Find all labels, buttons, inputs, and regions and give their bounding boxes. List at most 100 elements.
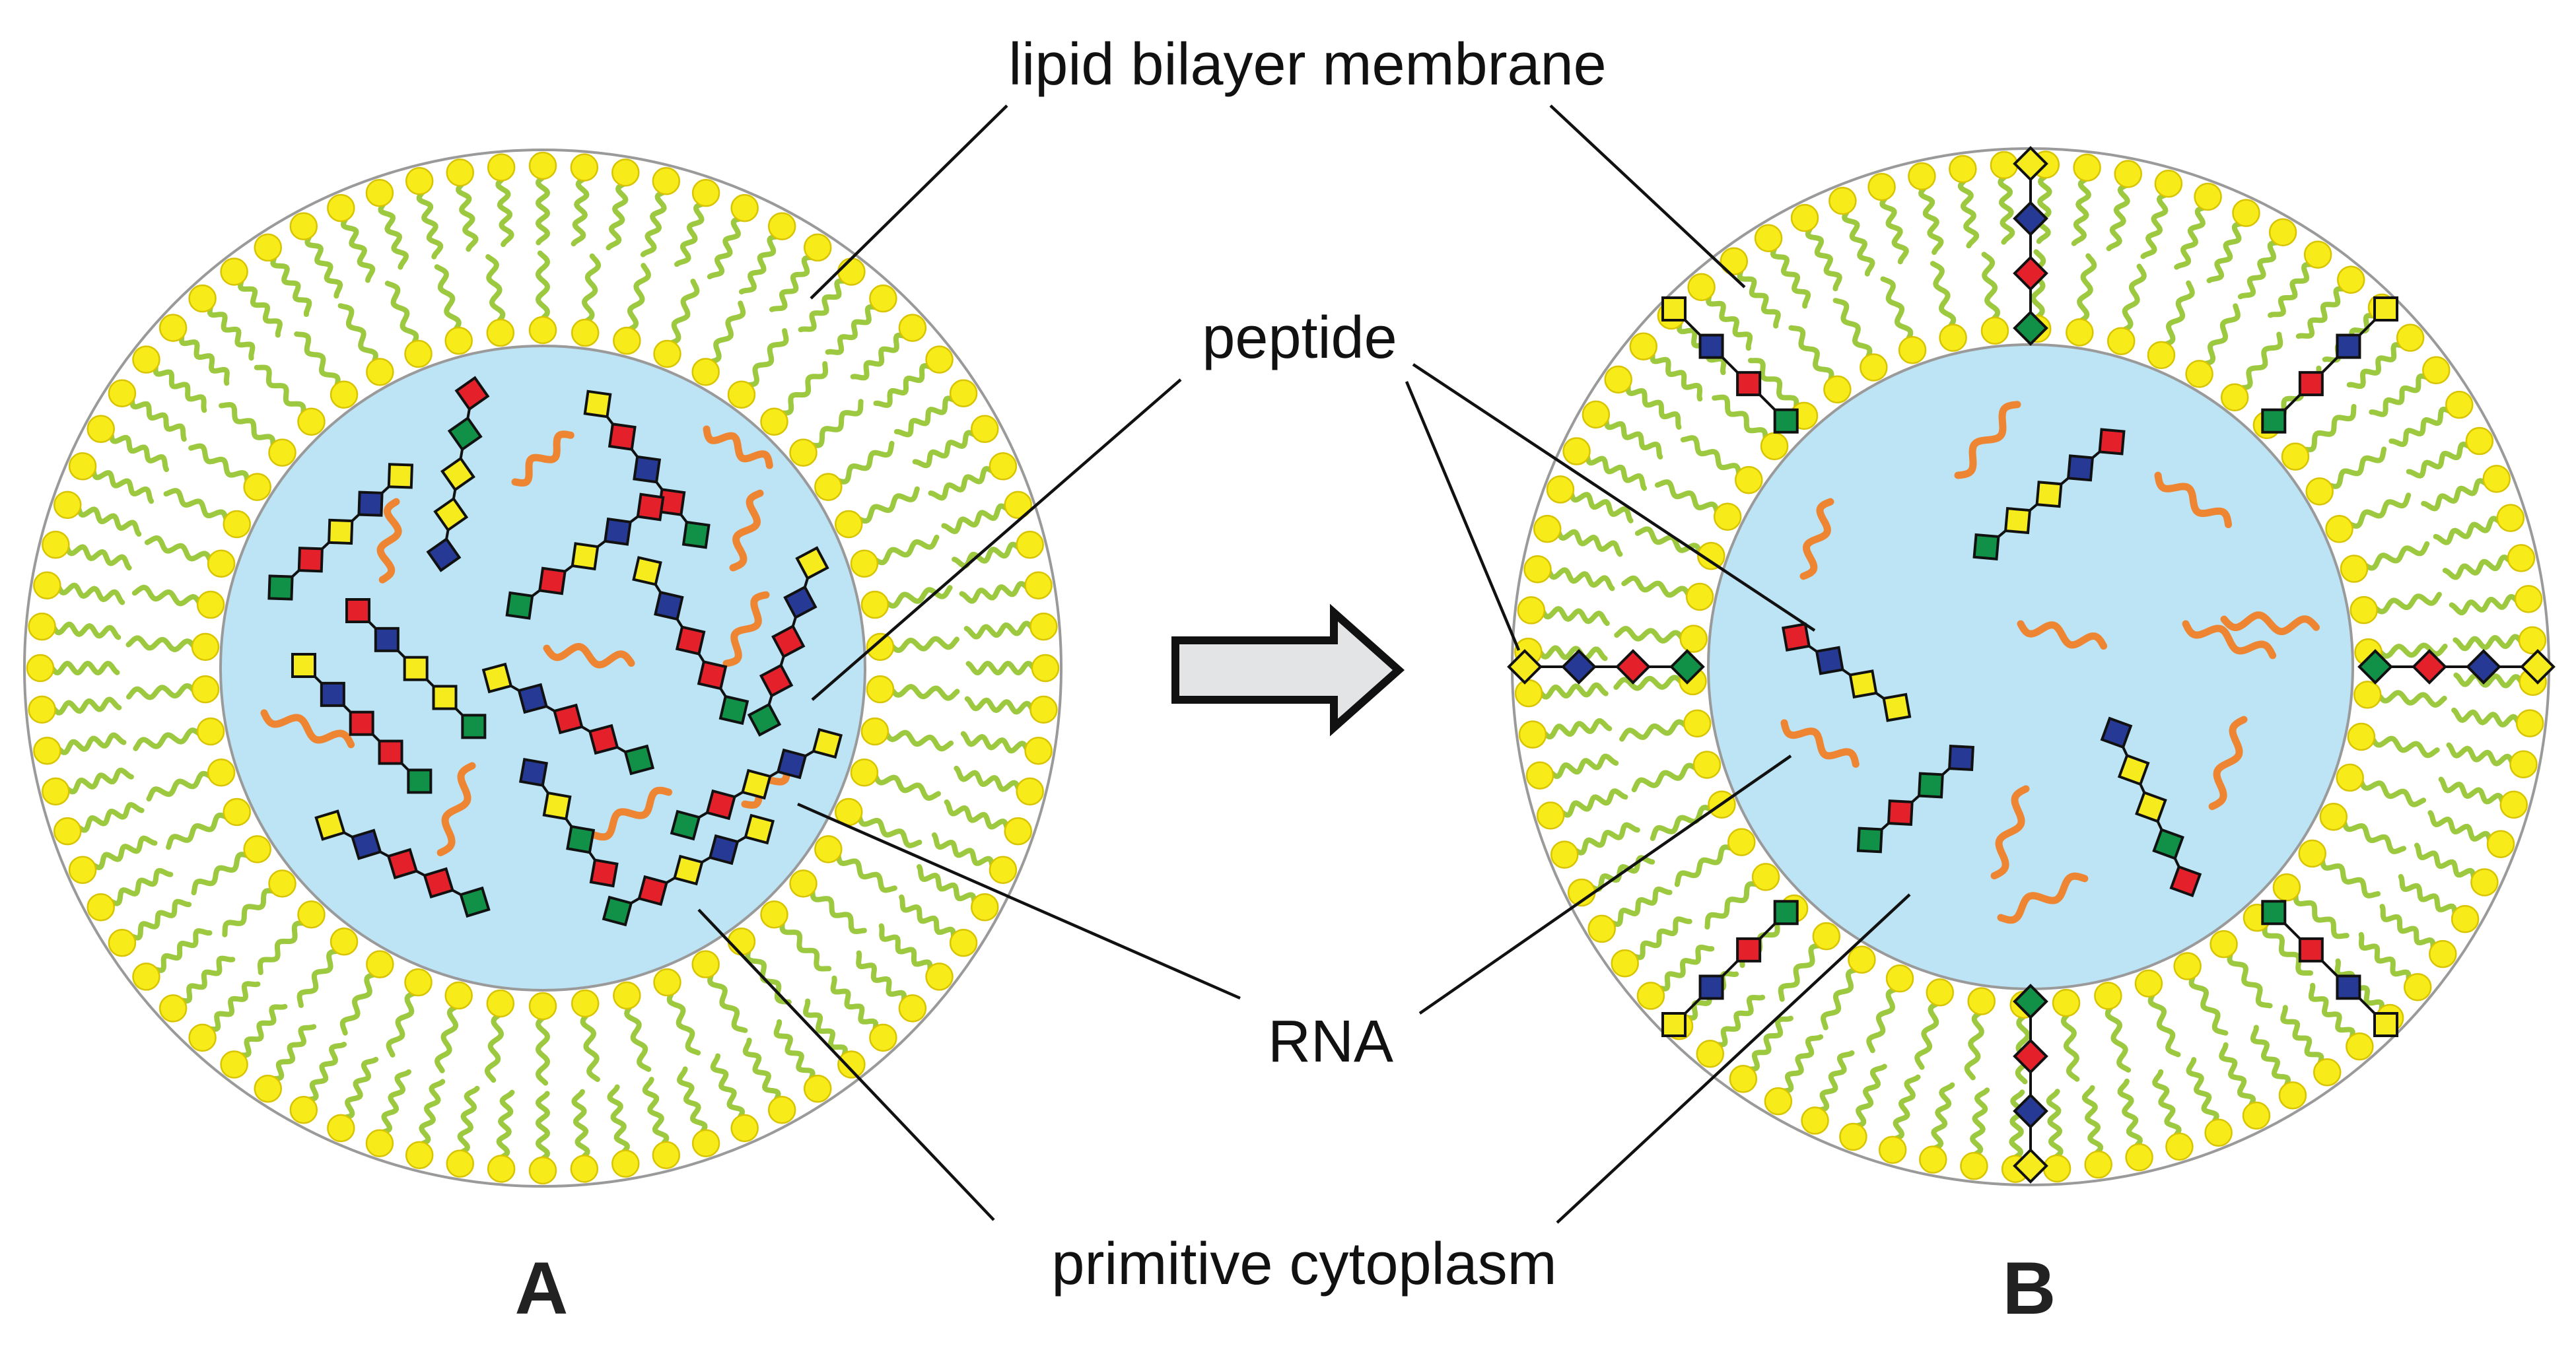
amino-acid: [1736, 371, 1762, 397]
lipid-tail: [2453, 672, 2524, 689]
panel-b-label: B: [2003, 1247, 2056, 1330]
lipid-head: [297, 407, 326, 436]
rna-label: RNA: [1268, 1009, 1393, 1075]
amino-acid: [314, 809, 346, 841]
peptide-chain: [747, 546, 829, 737]
lipid-tail: [146, 770, 213, 802]
lipid-tail: [709, 300, 746, 364]
lipid-head: [528, 316, 557, 345]
lipid-tail: [742, 1037, 781, 1102]
lipid-head: [860, 717, 889, 746]
lipid-head: [1029, 612, 1058, 641]
amino-acid: [1917, 772, 1944, 799]
lipid-head: [2165, 1132, 2194, 1161]
lipid-tail: [1537, 645, 1608, 661]
lipid-tail: [2293, 892, 2350, 939]
lipid-head: [404, 339, 433, 368]
membrane-leader-b: [1549, 104, 1746, 288]
lipid-tail: [627, 263, 651, 332]
lipid-tail: [535, 1091, 551, 1161]
lipid-tail: [145, 535, 213, 563]
amino-acid: [1948, 745, 1974, 771]
lipid-head: [730, 1114, 759, 1143]
lipid-tail: [2117, 1078, 2143, 1149]
lipid-tail: [2370, 735, 2440, 759]
lipid-tail: [912, 430, 977, 469]
lipid-head: [611, 158, 640, 187]
lipid-tail: [710, 1053, 746, 1120]
rna-strand: [2208, 716, 2248, 811]
amino-acid: [604, 517, 632, 546]
lipid-head: [2173, 952, 2202, 980]
lipid-tail: [1893, 1074, 1921, 1141]
peptide-leader-b1: [1405, 381, 1521, 651]
lipid-tail: [856, 486, 920, 524]
lipid-tail: [131, 584, 202, 607]
lipid-head: [1764, 1087, 1793, 1116]
lipid-head: [1514, 679, 1543, 708]
lipid-head: [188, 1023, 217, 1052]
lipid-tail: [2082, 1085, 2103, 1156]
lipid-head: [365, 1129, 394, 1158]
amino-acid: [1848, 669, 1878, 699]
rna-strand: [703, 425, 773, 469]
lipid-head: [207, 549, 236, 578]
amino-acid: [588, 724, 619, 755]
lipid-head: [158, 314, 188, 342]
peptide-chain: [1661, 296, 1799, 434]
amino-acid: [1815, 646, 1844, 675]
amino-acid: [387, 463, 414, 489]
amino-acid: [1773, 408, 1799, 434]
amino-acid: [291, 653, 316, 678]
lipid-head: [404, 968, 433, 997]
lipid-head: [803, 233, 832, 262]
lipid-head: [1004, 817, 1033, 846]
lipid-head: [613, 981, 641, 1010]
lipid-tail: [179, 955, 236, 1004]
lipid-head: [2496, 504, 2525, 532]
lipid-tail: [1559, 788, 1628, 818]
lipid-head: [949, 379, 978, 408]
lipid-tail: [606, 182, 629, 251]
lipid-tail: [873, 773, 941, 801]
lipid-head: [196, 590, 225, 619]
lipid-tail: [884, 585, 953, 609]
amino-acid: [2261, 408, 2287, 434]
lipid-tail: [2227, 951, 2273, 1009]
lipid-tail: [1958, 178, 1979, 249]
lipid-tail: [873, 534, 940, 566]
lipid-tail: [1568, 491, 1634, 524]
lipid-tail: [580, 1012, 600, 1082]
lipid-head: [42, 530, 70, 559]
lipid-tail: [1619, 719, 1688, 742]
rna-strand: [436, 762, 476, 857]
amino-acid: [461, 714, 487, 739]
lipid-tail: [270, 255, 312, 318]
lipid-head: [2515, 709, 2544, 737]
peptide-chain: [1972, 428, 2126, 560]
lipid-tail: [707, 216, 743, 280]
lipid-tails: [50, 175, 1036, 1161]
lipid-tail: [271, 1024, 317, 1081]
lipid-tail: [2077, 253, 2097, 323]
lipid-head: [789, 438, 818, 467]
lipid-head: [1967, 987, 1996, 1015]
protocell-a: [23, 149, 1062, 1188]
lipid-tail: [125, 635, 196, 652]
lipid-tail: [2377, 642, 2448, 659]
protocell-b: [1507, 146, 2556, 1186]
lipid-head: [898, 314, 927, 342]
peptide-leader-b2: [1412, 363, 1816, 632]
amino-acid: [2013, 1093, 2048, 1129]
rna-leader-a: [797, 802, 1241, 1000]
lipid-tail: [2071, 176, 2092, 246]
lipid-tail: [90, 835, 158, 871]
peptide-chain: [583, 389, 711, 549]
lipid-tail: [343, 1056, 379, 1120]
lipid-head: [28, 695, 56, 724]
rna-strand: [543, 642, 635, 669]
lipid-head: [1713, 502, 1742, 531]
lipid-head: [2114, 160, 2142, 188]
lipid-tail: [254, 364, 306, 416]
lipid-tail: [1609, 886, 1673, 928]
